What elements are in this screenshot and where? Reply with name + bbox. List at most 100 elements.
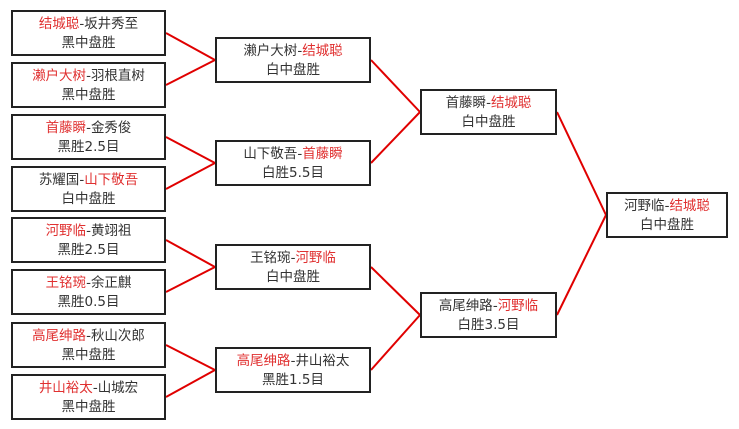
player-2: 秋山次郎 xyxy=(90,328,145,344)
round1-match-box: 首藤瞬-金秀俊黑胜2.5目 xyxy=(11,114,166,160)
separator: - xyxy=(290,353,296,369)
match-result: 黑胜2.5目 xyxy=(57,139,120,155)
connector-line xyxy=(165,344,216,371)
match-players: 山下敬吾-首藤瞬 xyxy=(217,145,369,164)
match-players: 首藤瞬-结城聪 xyxy=(422,94,555,113)
connector-line xyxy=(165,162,216,190)
match-result: 黑胜1.5目 xyxy=(262,372,324,388)
player-2: 坂井秀至 xyxy=(84,16,139,32)
connector-line xyxy=(370,266,421,316)
match-result: 白胜5.5目 xyxy=(262,165,324,181)
player-1: 河野临 xyxy=(624,198,665,214)
connector-line xyxy=(370,59,421,113)
round1-match-box: 井山裕太-山城宏黑中盘胜 xyxy=(11,374,166,420)
player-2: 河野临 xyxy=(497,298,539,314)
player-2: 河野临 xyxy=(295,250,336,266)
player-2: 金秀俊 xyxy=(90,120,132,136)
match-players: 河野临-结城聪 xyxy=(608,197,726,216)
separator: - xyxy=(86,328,91,344)
connector-line xyxy=(370,314,421,371)
separator: - xyxy=(86,68,91,84)
round2-match-box: 高尾绅路-井山裕太黑胜1.5目 xyxy=(215,347,371,393)
player-1: 河野临 xyxy=(45,223,87,239)
connector-line xyxy=(165,266,216,293)
connector-line xyxy=(165,32,216,61)
match-players: 高尾绅路-秋山次郎 xyxy=(13,327,164,346)
player-1: 王铭琬 xyxy=(250,250,291,266)
match-result: 黑中盘胜 xyxy=(61,347,116,363)
connector-line xyxy=(165,369,216,398)
separator: - xyxy=(290,250,296,266)
match-result: 白胜3.5目 xyxy=(457,317,520,333)
player-2: 山城宏 xyxy=(97,380,139,396)
connector-line xyxy=(165,136,216,164)
player-2: 结城聪 xyxy=(490,95,532,111)
match-players: 河野临-黄翊祖 xyxy=(13,222,164,241)
match-result: 黑胜0.5目 xyxy=(57,294,120,310)
match-result: 黑中盘胜 xyxy=(61,35,116,51)
connector-line xyxy=(370,111,421,164)
match-result: 白中盘胜 xyxy=(461,114,516,130)
player-1: 结城聪 xyxy=(38,16,80,32)
player-1: 山下敬吾 xyxy=(243,146,298,162)
round1-match-box: 结城聪-坂井秀至黑中盘胜 xyxy=(11,10,166,56)
match-players: 王铭琬-余正麒 xyxy=(13,274,164,293)
player-1: 濑户大树 xyxy=(32,68,87,84)
player-1: 高尾绅路 xyxy=(438,298,493,314)
player-2: 结城聪 xyxy=(669,198,710,214)
match-players: 高尾绅路-河野临 xyxy=(422,297,555,316)
separator: - xyxy=(297,146,303,162)
match-result: 黑中盘胜 xyxy=(61,399,116,415)
match-result: 黑中盘胜 xyxy=(61,87,116,103)
player-2: 羽根直树 xyxy=(90,68,145,84)
separator: - xyxy=(86,223,91,239)
separator: - xyxy=(297,43,303,59)
final-match-box: 河野临-结城聪白中盘胜 xyxy=(606,192,728,238)
player-2: 余正麒 xyxy=(90,275,132,291)
player-2: 井山裕太 xyxy=(295,353,350,369)
player-2: 黄翊祖 xyxy=(90,223,132,239)
match-result: 白中盘胜 xyxy=(61,191,116,207)
match-players: 高尾绅路-井山裕太 xyxy=(217,352,369,371)
connector-line xyxy=(165,59,216,86)
connector-line xyxy=(165,239,216,268)
match-players: 濑户大树-羽根直树 xyxy=(13,67,164,86)
match-result: 白中盘胜 xyxy=(266,62,320,78)
match-players: 濑户大树-结城聪 xyxy=(217,42,369,61)
separator: - xyxy=(79,16,85,32)
match-result: 白中盘胜 xyxy=(640,217,694,233)
match-result: 白中盘胜 xyxy=(266,269,320,285)
player-2: 结城聪 xyxy=(302,43,343,59)
match-players: 苏耀国-山下敬吾 xyxy=(13,171,164,190)
player-1: 濑户大树 xyxy=(243,43,298,59)
match-players: 首藤瞬-金秀俊 xyxy=(13,119,164,138)
match-players: 结城聪-坂井秀至 xyxy=(13,15,164,34)
round3-match-box: 高尾绅路-河野临白胜3.5目 xyxy=(420,292,557,338)
round1-match-box: 高尾绅路-秋山次郎黑中盘胜 xyxy=(11,322,166,368)
separator: - xyxy=(492,298,498,314)
separator: - xyxy=(92,380,98,396)
match-players: 井山裕太-山城宏 xyxy=(13,379,164,398)
separator: - xyxy=(86,275,91,291)
player-1: 首藤瞬 xyxy=(45,120,87,136)
player-1: 高尾绅路 xyxy=(32,328,87,344)
round2-match-box: 王铭琬-河野临白中盘胜 xyxy=(215,244,371,290)
separator: - xyxy=(664,198,670,214)
round2-match-box: 濑户大树-结城聪白中盘胜 xyxy=(215,37,371,83)
round3-match-box: 首藤瞬-结城聪白中盘胜 xyxy=(420,89,557,135)
separator: - xyxy=(86,120,91,136)
player-2: 山下敬吾 xyxy=(84,172,139,188)
round1-match-box: 濑户大树-羽根直树黑中盘胜 xyxy=(11,62,166,108)
round1-match-box: 苏耀国-山下敬吾白中盘胜 xyxy=(11,166,166,212)
player-1: 高尾绅路 xyxy=(236,353,291,369)
round1-match-box: 河野临-黄翊祖黑胜2.5目 xyxy=(11,217,166,263)
separator: - xyxy=(79,172,85,188)
player-1: 井山裕太 xyxy=(38,380,93,396)
player-1: 王铭琬 xyxy=(45,275,87,291)
connector-line xyxy=(556,214,607,316)
player-2: 首藤瞬 xyxy=(302,146,343,162)
connector-line xyxy=(556,111,607,216)
player-1: 苏耀国 xyxy=(38,172,80,188)
match-players: 王铭琬-河野临 xyxy=(217,249,369,268)
